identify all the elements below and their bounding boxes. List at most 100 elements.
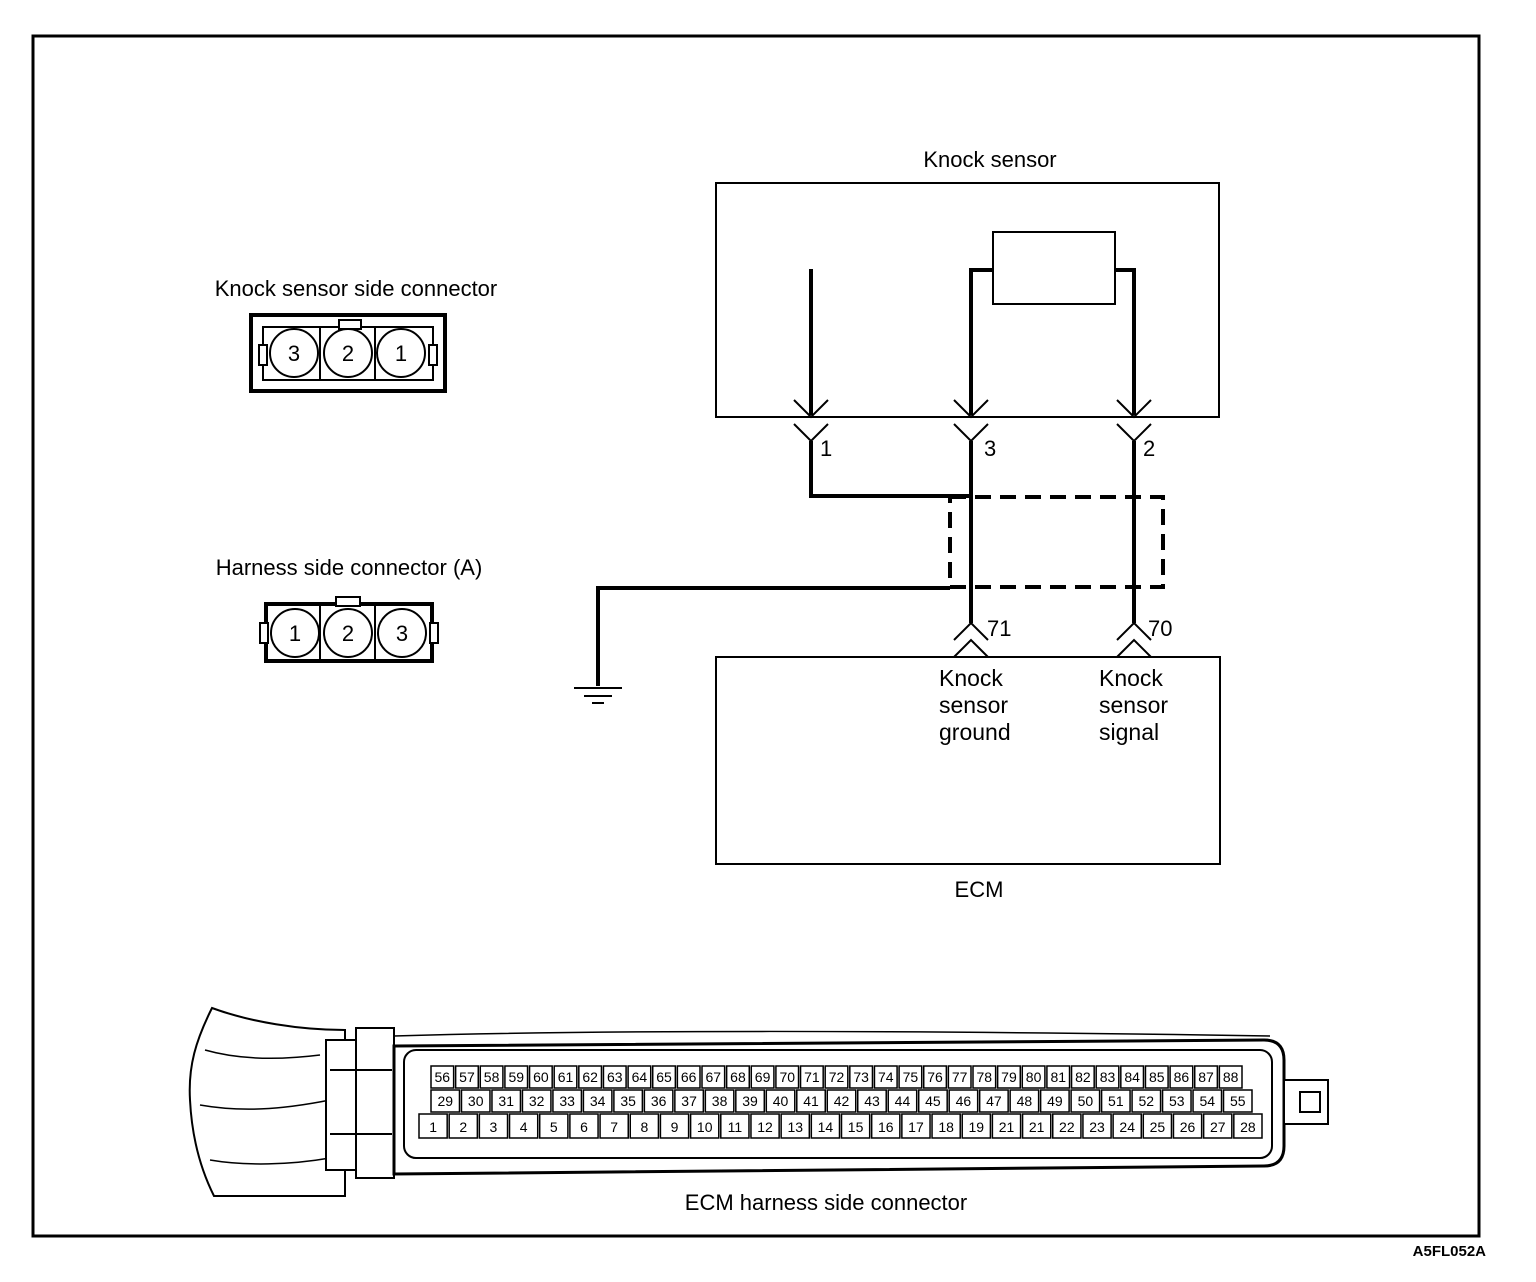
ecm-pin-cell: [1052, 1113, 1082, 1139]
ks-pin-circle: [323, 328, 373, 378]
ecm-pin-cell: [947, 1065, 972, 1089]
ecm-pin-number: 81: [1050, 1069, 1066, 1085]
ecm-pin-number: 54: [1199, 1093, 1215, 1109]
ecm-pin-cell: [569, 1113, 599, 1139]
ecm-pin-number: 59: [508, 1069, 524, 1085]
ecm-pin-cell: [917, 1089, 948, 1113]
ecm-pin-number: 46: [956, 1093, 972, 1109]
ecm-pin-number: 42: [834, 1093, 850, 1109]
ecm-pin-cell: [689, 1113, 720, 1139]
ecm-pin-cell: [1131, 1089, 1162, 1113]
ecm-pin-cell: [1046, 1065, 1071, 1089]
ecm-pin-cell: [1222, 1089, 1253, 1113]
ecm-pin-number: 79: [1001, 1069, 1017, 1085]
ecm-pin-number: 17: [908, 1119, 924, 1135]
ecm-pin-cell: [931, 1113, 961, 1139]
ecm-pin-cell: [796, 1089, 827, 1113]
ecm-label: ECM: [955, 877, 1004, 902]
ecm-pin-number: 40: [773, 1093, 789, 1109]
ecm-signal-function: sensor: [1099, 692, 1168, 718]
ecm-pin-number: 14: [818, 1119, 834, 1135]
ecm-pin-cell: [1021, 1113, 1052, 1139]
ecm-pin-cell: [961, 1113, 992, 1139]
ecm-pin-cell: [418, 1113, 448, 1139]
ecm-pin-number: 69: [755, 1069, 771, 1085]
ecm-pin-cell: [849, 1065, 874, 1089]
ecm-pin-number: 9: [671, 1119, 679, 1135]
ecm-pin-number: 27: [1210, 1119, 1226, 1135]
ecm-pin-cell: [643, 1089, 674, 1113]
ecm-pin-number: 85: [1149, 1069, 1165, 1085]
ecm-pin-number: 86: [1174, 1069, 1190, 1085]
ecm-pin-cell: [898, 1065, 923, 1089]
ecm-pin-cell: [582, 1089, 613, 1113]
ground-icon: [574, 687, 622, 704]
ecm-signal-function: signal: [1099, 719, 1159, 745]
ecm-pin-number: 33: [559, 1093, 575, 1109]
ecm-pin-cell: [613, 1089, 644, 1113]
ecm-pin-cell: [735, 1089, 766, 1113]
knock-sensor-side-connector-label: Knock sensor side connector: [215, 276, 498, 301]
ecm-pin-cell: [508, 1113, 539, 1139]
ecm-pin-cell: [1193, 1065, 1219, 1089]
ecm-pin-cell: [775, 1065, 800, 1089]
ecm-ground-function: sensor: [939, 692, 1008, 718]
ecm-pin-number: 64: [632, 1069, 648, 1085]
ecm-pin-cell: [1039, 1089, 1070, 1113]
ecm-pin-number: 78: [977, 1069, 993, 1085]
ecm-pin-cell: [1233, 1113, 1263, 1139]
ecm-pin-cell: [948, 1089, 979, 1113]
ecm-pin-cell: [552, 1089, 583, 1113]
ecm-pin-cell: [972, 1065, 997, 1089]
ecm-pin-number: 36: [651, 1093, 667, 1109]
ecm-pin-cell: [799, 1065, 824, 1089]
ecm-pin-number: 41: [803, 1093, 819, 1109]
ecm-pin-number: 53: [1169, 1093, 1185, 1109]
ecm-pin-cell: [1021, 1065, 1046, 1089]
ecm-pin-number: 4: [520, 1119, 528, 1135]
ecm-pin-cell: [1009, 1089, 1040, 1113]
ecm-pin-number: 25: [1150, 1119, 1166, 1135]
ecm-pin-number: 5: [550, 1119, 558, 1135]
ks-connector-pin: 2: [342, 341, 354, 366]
ecm-pin-number: 13: [787, 1119, 803, 1135]
harness-side-connector: 1 2 3: [259, 596, 439, 663]
ecm-pin-number: 12: [757, 1119, 773, 1135]
ecm-pin-number: 60: [533, 1069, 549, 1085]
ecm-pin-number: 28: [1240, 1119, 1256, 1135]
ecm-pin-number: 43: [864, 1093, 880, 1109]
ks-connector-pin: 3: [288, 341, 300, 366]
ecm-pin-cell: [479, 1065, 504, 1089]
harness-pin-circle: [270, 608, 320, 658]
ecm-pin-number: 31: [498, 1093, 514, 1109]
ecm-pin-number: 63: [607, 1069, 623, 1085]
ecm-pin-number: 35: [620, 1093, 636, 1109]
ecm-pin-number: 6: [580, 1119, 588, 1135]
wire-shield: [948, 495, 1165, 589]
ecm-pin-cell: [627, 1065, 652, 1089]
outer-frame: [31, 34, 1481, 1238]
ecm-ground-function: ground: [939, 719, 1011, 745]
harness-pin-circle: [377, 608, 427, 658]
ecm-pin-cell: [602, 1065, 627, 1089]
ecm-pin-number: 50: [1078, 1093, 1094, 1109]
ecm-pin-cell: [725, 1065, 751, 1089]
ecm-pin-cell: [528, 1065, 553, 1089]
ecm-pin-number: 55: [1230, 1093, 1246, 1109]
ecm-pin-number: 71: [804, 1069, 820, 1085]
sensor-terminal-number: 3: [984, 436, 996, 461]
ecm-pin-cell: [765, 1089, 796, 1113]
ecm-pin-number: 76: [927, 1069, 943, 1085]
ecm-pin-number: 68: [730, 1069, 746, 1085]
ecm-pin-number: 39: [742, 1093, 758, 1109]
knock-sensor-box: [715, 182, 1220, 418]
ecm-pin-cell: [704, 1089, 735, 1113]
ecm-box: [715, 656, 1221, 865]
ecm-pin-number: 87: [1198, 1069, 1214, 1085]
ecm-pin-cell: [578, 1065, 603, 1089]
ecm-pin-number: 24: [1119, 1119, 1135, 1135]
ecm-pin-number: 11: [728, 1119, 743, 1135]
ecm-pin-cell: [491, 1089, 522, 1113]
